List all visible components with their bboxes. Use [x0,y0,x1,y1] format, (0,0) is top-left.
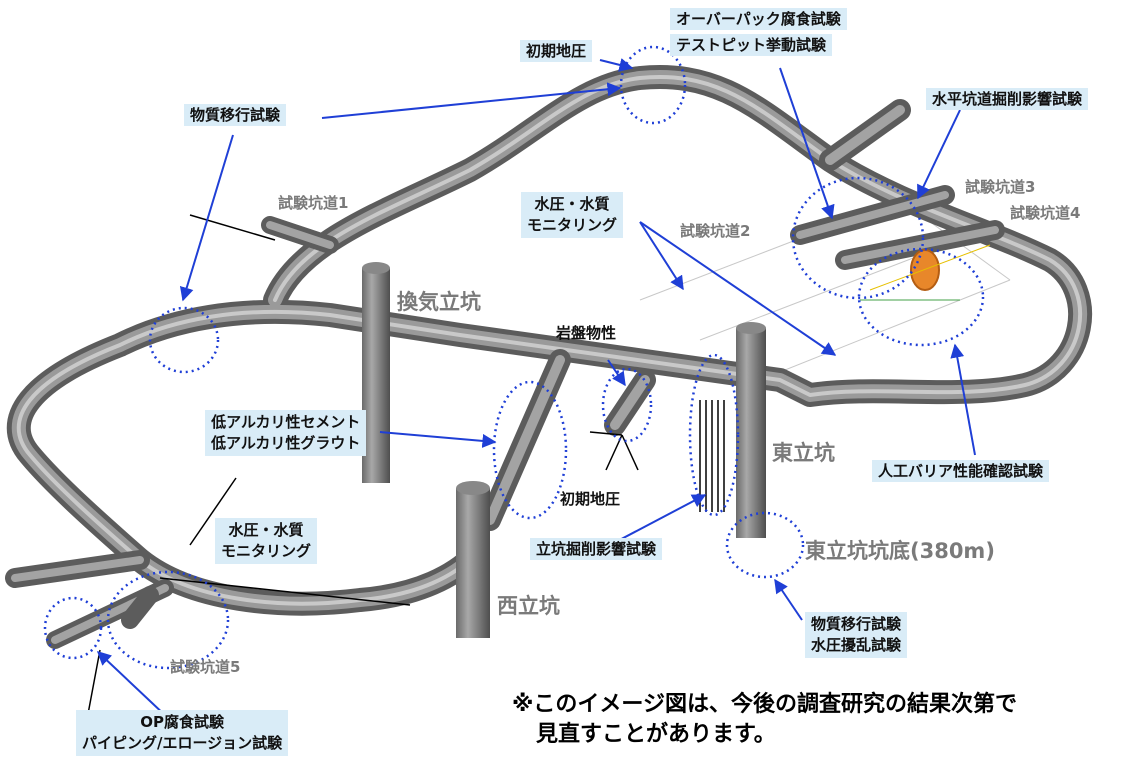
label-test-pit-behavior: テストピット挙動試験 [670,34,833,56]
label-water-pressure-center-line1: 水圧・水質 [534,195,610,213]
highlight-circles [43,45,985,670]
label-west-shaft: 西立坑 [497,594,560,618]
label-water-pressure-left-line2: モニタリング [221,542,312,560]
label-piping-erosion: パイピング/エロージョン試験 [82,734,283,752]
leader-lines [84,214,639,731]
disclaimer-line1: ※このイメージ図は、今後の調査研究の結果次第で [512,692,1017,717]
label-water-pressure-left-line1: 水圧・水質 [228,521,304,539]
excavation-hatch [699,400,725,512]
shafts [362,262,766,638]
label-low-alkali: 低アルカリ性セメント 低アルカリ性グラウト [205,410,367,456]
label-water-pressure-disturbance: 水圧擾乱試験 [811,636,902,654]
label-test-drift-4: 試験坑道4 [1010,204,1081,222]
label-material-migration-bottom: 物質移行試験 水圧擾乱試験 [805,612,908,658]
label-east-shaft-bottom: 東立坑坑底(380m) [805,539,995,563]
label-material-migration-top: 物質移行試験 [184,104,287,126]
label-initial-stress-top: 初期地圧 [520,40,593,62]
label-shaft-excavation-effect: 立坑掘削影響試験 [530,538,663,560]
barrier-ring [860,244,991,301]
label-initial-stress-bottom: 初期地圧 [560,490,621,508]
label-rock-properties: 岩盤物性 [556,324,617,342]
label-water-pressure-center: 水圧・水質 モニタリング [521,192,624,238]
label-test-drift-1: 試験坑道1 [278,194,349,212]
label-water-pressure-left: 水圧・水質 モニタリング [215,518,318,564]
label-test-drift-2: 試験坑道2 [680,222,751,240]
label-ventilation-shaft: 換気立坑 [397,290,481,314]
label-test-drift-5: 試験坑道5 [170,658,241,676]
label-overpack-corrosion: オーバーパック腐食試験 [670,8,847,30]
disclaimer-note: ※このイメージ図は、今後の調査研究の結果次第で 見直すことがあります。 [512,690,1017,750]
label-material-migration-bottom-line1: 物質移行試験 [811,615,902,633]
label-op-corrosion-line1: OP腐食試験 [140,713,224,731]
label-low-alkali-grout: 低アルカリ性グラウト [211,434,361,452]
label-water-pressure-center-line2: モニタリング [527,216,618,234]
arrows [96,58,976,719]
label-op-corrosion: OP腐食試験 パイピング/エロージョン試験 [76,710,289,756]
label-test-drift-3: 試験坑道3 [965,178,1036,196]
label-low-alkali-cement: 低アルカリ性セメント [211,413,361,431]
label-east-shaft: 東立坑 [772,441,835,465]
label-horizontal-drift-effect: 水平坑道掘削影響試験 [926,88,1089,110]
disclaimer-line2: 見直すことがあります。 [536,722,776,747]
label-engineered-barrier: 人工バリア性能確認試験 [872,460,1050,482]
